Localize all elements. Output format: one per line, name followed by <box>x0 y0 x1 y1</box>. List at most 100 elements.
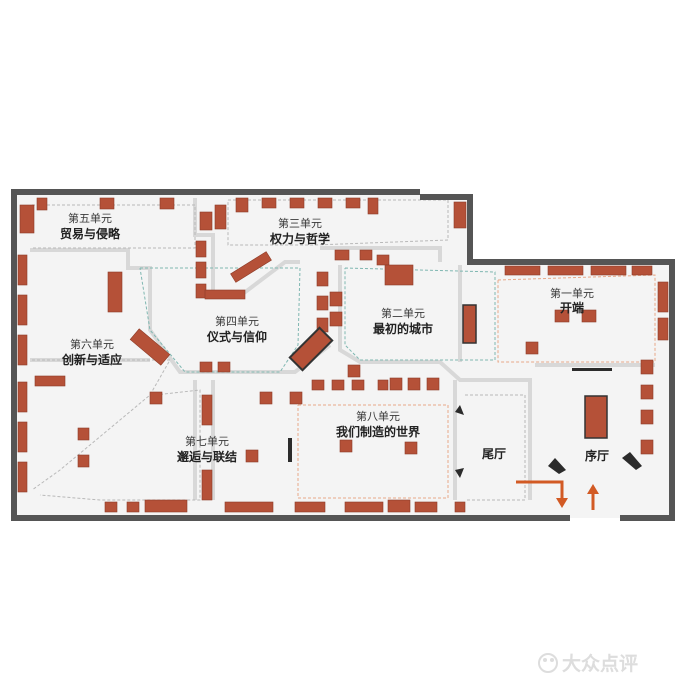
exhibit-case <box>640 409 654 425</box>
exhibit-case <box>387 499 411 513</box>
exhibit-case <box>201 469 213 501</box>
exhibit-case <box>339 439 353 453</box>
exhibit-case <box>195 240 207 258</box>
exhibit-case <box>36 197 48 211</box>
exhibit-case <box>259 391 273 405</box>
exhibit-case <box>129 328 171 366</box>
exhibit-case <box>657 281 669 313</box>
exhibit-case <box>199 361 213 373</box>
exhibit-case <box>201 394 213 426</box>
exhibit-case <box>17 334 28 366</box>
exhibit-case <box>17 381 28 413</box>
exhibit-case <box>104 501 118 513</box>
exhibit-case <box>462 304 477 344</box>
exhibit-case <box>77 454 90 468</box>
exhibit-case <box>245 449 259 463</box>
exhibit-case <box>107 271 123 313</box>
exhibit-case <box>376 254 390 266</box>
svg-text:第二单元: 第二单元 <box>381 306 425 320</box>
svg-text:仪式与信仰: 仪式与信仰 <box>206 329 267 344</box>
svg-text:第八单元: 第八单元 <box>356 409 400 423</box>
exhibit-case <box>144 499 188 513</box>
svg-text:第一单元: 第一单元 <box>550 286 594 300</box>
exhibit-case <box>17 461 28 493</box>
exhibit-case <box>367 197 379 215</box>
unit-label-8: 第八单元 我们制造的世界 <box>336 409 420 439</box>
exhibit-case <box>331 379 345 391</box>
svg-text:开端: 开端 <box>560 300 584 315</box>
unit-label-5: 第五单元 贸易与侵略 <box>60 211 121 241</box>
exhibit-case <box>289 391 303 405</box>
exhibit-case <box>149 391 163 405</box>
exhibit-case <box>453 201 467 229</box>
svg-text:贸易与侵略: 贸易与侵略 <box>60 226 121 241</box>
svg-text:我们制造的世界: 我们制造的世界 <box>336 424 420 439</box>
exhibit-case <box>426 377 440 391</box>
unit-label-4: 第四单元 仪式与信仰 <box>206 314 267 344</box>
hall-label-preface: 序厅 <box>585 448 609 463</box>
svg-text:第三单元: 第三单元 <box>278 216 322 230</box>
exhibit-case <box>554 309 570 323</box>
exhibit-case <box>590 265 627 276</box>
exhibit-case <box>404 441 418 455</box>
exhibit-case <box>19 204 35 234</box>
svg-text:第六单元: 第六单元 <box>70 337 114 351</box>
exhibit-case <box>581 309 597 323</box>
svg-text:创新与适应: 创新与适应 <box>61 352 122 367</box>
exhibit-case <box>316 271 329 287</box>
exhibit-case <box>17 294 28 326</box>
exhibit-case <box>329 291 343 307</box>
svg-text:第四单元: 第四单元 <box>215 314 259 328</box>
unit-label-7: 第七单元 邂逅与联结 <box>177 434 237 464</box>
exhibit-case <box>640 384 654 400</box>
exhibit-case <box>344 501 384 513</box>
exhibit-case <box>334 249 350 261</box>
exhibit-case <box>261 197 277 209</box>
exhibit-case <box>454 501 466 513</box>
exhibit-case <box>99 197 115 210</box>
exhibit-case <box>204 289 246 300</box>
exhibit-case <box>317 197 333 209</box>
exhibit-case <box>640 359 654 375</box>
exhibit-case <box>77 427 90 441</box>
exhibit-case <box>294 501 326 513</box>
exit-arrow-icon <box>516 480 568 508</box>
exhibit-case <box>316 295 329 311</box>
watermark-text: 大众点评 <box>562 652 638 675</box>
exhibit-case <box>230 251 272 283</box>
exhibit-case <box>288 326 334 372</box>
exhibit-case <box>657 317 669 341</box>
exhibit-case <box>345 197 361 209</box>
svg-text:最初的城市: 最初的城市 <box>373 321 433 336</box>
exhibit-case <box>631 265 653 276</box>
exhibit-case <box>584 395 608 439</box>
exhibit-case <box>17 254 28 286</box>
dianping-logo-icon <box>538 653 558 673</box>
exhibit-case <box>377 379 389 391</box>
exhibit-case <box>389 377 403 391</box>
exhibit-case <box>384 264 414 286</box>
exhibit-case <box>329 311 343 327</box>
exhibit-case <box>214 204 227 230</box>
dark-markers <box>288 368 642 478</box>
unit-label-6: 第六单元 创新与适应 <box>61 337 122 367</box>
exhibit-case <box>414 501 438 513</box>
exhibit-case <box>235 197 249 213</box>
exhibit-case <box>217 361 231 373</box>
svg-text:权力与哲学: 权力与哲学 <box>269 231 330 246</box>
exhibit-case <box>126 501 140 513</box>
exhibit-case <box>504 265 541 276</box>
hall-label-tail: 尾厅 <box>482 447 506 461</box>
exhibit-case <box>525 341 539 355</box>
exhibit-case <box>34 375 66 387</box>
exhibit-case <box>347 364 361 378</box>
svg-text:第五单元: 第五单元 <box>68 211 112 225</box>
unit-label-2: 第二单元 最初的城市 <box>373 306 433 336</box>
exhibit-case <box>407 377 421 391</box>
exhibit-case <box>547 265 584 276</box>
exhibit-case <box>224 501 274 513</box>
exhibit-case <box>289 197 305 209</box>
svg-text:邂逅与联结: 邂逅与联结 <box>177 449 237 464</box>
exhibit-case <box>159 197 175 210</box>
